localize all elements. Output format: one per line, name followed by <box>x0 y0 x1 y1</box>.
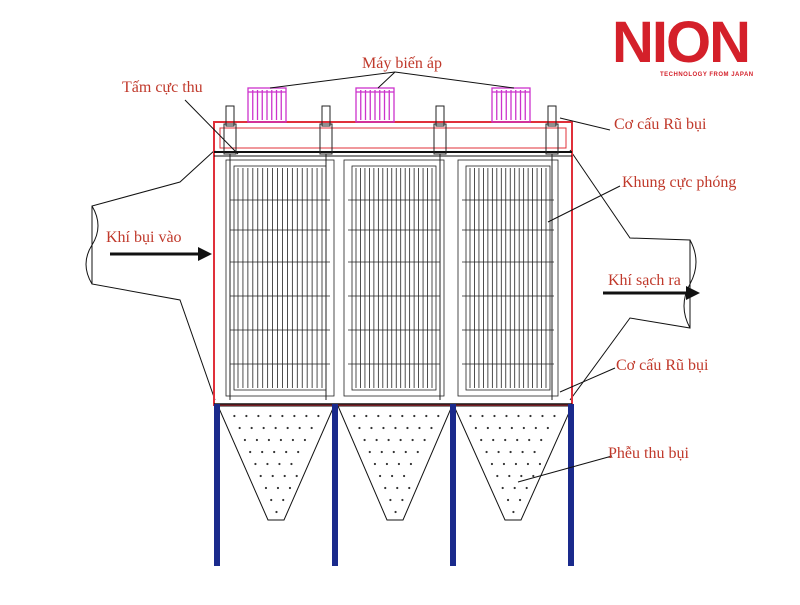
transformer-1 <box>247 87 287 123</box>
label-collector-plate: Tấm cực thu <box>122 79 203 96</box>
label-discharge-frame: Khung cực phóng <box>622 174 737 191</box>
leader-lines <box>184 71 621 483</box>
label-rapping-top: Cơ cấu Rũ bụi <box>614 116 707 133</box>
support-leg-3 <box>450 404 456 566</box>
transformer-2 <box>355 87 395 123</box>
logo-tagline: TECHNOLOGY FROM JAPAN <box>660 72 754 78</box>
support-leg-2 <box>332 404 338 566</box>
inlet-duct <box>91 149 216 401</box>
gas-out-arrow <box>603 286 700 300</box>
label-transformer: Máy biến áp <box>362 55 442 72</box>
rapping-posts <box>223 105 559 400</box>
support-leg-4 <box>568 404 574 566</box>
label-gas-out: Khí sạch ra <box>608 272 681 289</box>
transformer-3 <box>491 87 531 123</box>
hopper-3 <box>453 405 573 521</box>
label-rapping-bottom: Cơ cấu Rũ bụi <box>616 357 709 374</box>
label-gas-in: Khí bụi vào <box>106 229 182 246</box>
rapper-post-3 <box>433 105 447 400</box>
outlet-duct-wave <box>683 239 697 329</box>
hopper-1 <box>217 405 335 521</box>
hopper-2 <box>337 405 453 521</box>
logo-wordmark: NION <box>612 10 751 75</box>
hoppers <box>214 403 573 521</box>
rapper-post-2 <box>319 105 333 400</box>
rapper-post-4 <box>545 105 559 400</box>
transformers <box>247 87 531 123</box>
casing-inner <box>219 127 567 149</box>
electrode-fields <box>225 159 559 397</box>
inlet-duct-wave <box>85 205 99 285</box>
support-legs <box>214 404 574 566</box>
electrode-field-3 <box>457 159 559 397</box>
label-hopper: Phễu thu bụi <box>608 445 689 462</box>
hopper-dust-dots <box>233 414 556 514</box>
gas-in-arrow <box>110 247 212 261</box>
support-leg-1 <box>214 404 220 566</box>
rapper-post-1 <box>223 105 237 400</box>
electrode-field-1 <box>225 159 335 397</box>
electrode-field-2 <box>343 159 445 397</box>
